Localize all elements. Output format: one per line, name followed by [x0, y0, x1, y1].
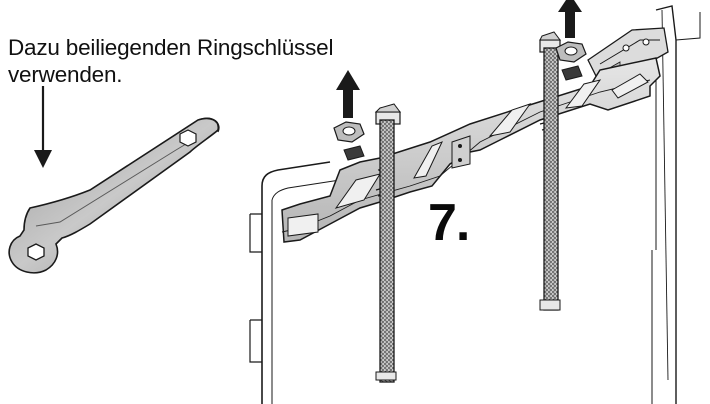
threaded-rod-right: [539, 31, 561, 311]
step-number: 7.: [428, 194, 470, 252]
arrow-up-right-icon: [558, 0, 582, 38]
ring-wrench-icon: [8, 117, 220, 274]
nut-left: [333, 121, 365, 161]
threaded-rod-left: [374, 103, 401, 383]
arrow-up-left-icon: [336, 70, 360, 118]
nut-right: [555, 41, 587, 81]
instruction-line-1: Dazu beiliegenden Ringschlüssel: [8, 35, 334, 60]
instruction-line-2: verwenden.: [8, 62, 123, 87]
instruction-text: Dazu beiliegenden Ringschlüssel verwende…: [8, 34, 408, 88]
arrow-down-icon: [34, 86, 52, 168]
mounting-plate: [281, 57, 661, 243]
